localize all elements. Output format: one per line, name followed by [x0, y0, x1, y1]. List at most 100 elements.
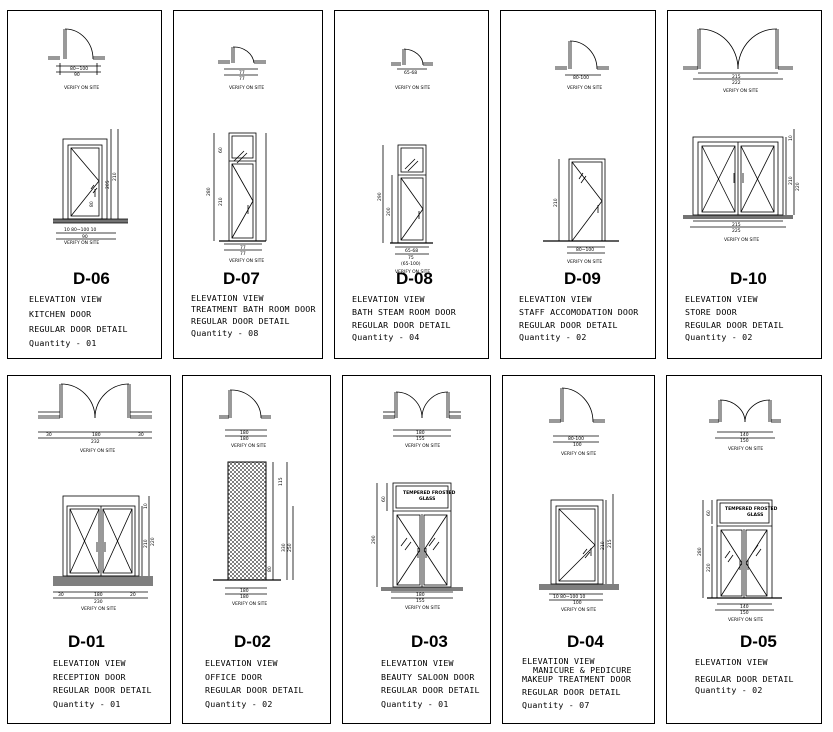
svg-text:(65-100): (65-100) — [401, 261, 421, 267]
d10-line-2: STORE DOOR — [685, 307, 737, 317]
svg-text:180: 180 — [240, 594, 249, 600]
svg-text:VERIFY ON SITE: VERIFY ON SITE — [561, 451, 596, 457]
svg-text:60: 60 — [381, 496, 387, 502]
d07-line-2: TREATMENT BATH ROOM DOOR — [191, 304, 316, 314]
svg-text:10: 10 — [788, 135, 794, 141]
d06-line-1: ELEVATION VIEW — [29, 294, 102, 304]
svg-text:VERIFY ON SITE: VERIFY ON SITE — [232, 601, 267, 607]
d05-line-3: Quantity - 02 — [695, 685, 763, 695]
svg-text:VERIFY ON SITE: VERIFY ON SITE — [724, 237, 759, 243]
d06-line-4: Quantity - 01 — [29, 338, 97, 348]
svg-text:100: 100 — [573, 600, 582, 606]
svg-text:80-100: 80-100 — [573, 75, 589, 81]
svg-text:VERIFY ON SITE: VERIFY ON SITE — [567, 259, 602, 265]
svg-text:VERIFY ON SITE: VERIFY ON SITE — [561, 607, 596, 613]
door-code-d05: D-05 — [740, 632, 777, 651]
svg-text:80: 80 — [267, 566, 273, 572]
d03-line-2: BEAUTY SALOON DOOR — [381, 672, 475, 682]
svg-text:80: 80 — [89, 201, 95, 207]
d03-glass-label-2: GLASS — [419, 496, 435, 502]
svg-text:77: 77 — [239, 76, 245, 82]
svg-text:290: 290 — [371, 535, 377, 544]
d01-line-4: Quantity - 01 — [53, 699, 121, 709]
svg-text:180: 180 — [94, 592, 103, 598]
d06-line-2: KITCHEN DOOR — [29, 309, 92, 319]
svg-text:90: 90 — [82, 234, 88, 240]
svg-text:210: 210 — [553, 198, 559, 207]
svg-text:VERIFY ON SITE: VERIFY ON SITE — [723, 88, 758, 94]
svg-text:VERIFY ON SITE: VERIFY ON SITE — [405, 443, 440, 449]
svg-text:VERIFY ON SITE: VERIFY ON SITE — [64, 240, 99, 246]
d02-line-3: REGULAR DOOR DETAIL — [205, 685, 304, 695]
door-code-d07: D-07 — [223, 269, 260, 288]
svg-text:80~100: 80~100 — [576, 247, 594, 253]
svg-text:232: 232 — [91, 439, 100, 445]
svg-text:155: 155 — [416, 436, 425, 442]
svg-text:210: 210 — [143, 539, 149, 548]
svg-text:215: 215 — [607, 539, 613, 548]
svg-text:290: 290 — [377, 192, 383, 201]
svg-text:VERIFY ON SITE: VERIFY ON SITE — [567, 85, 602, 91]
svg-text:VERIFY ON SITE: VERIFY ON SITE — [229, 85, 264, 91]
door-code-d02: D-02 — [234, 632, 271, 651]
d09-line-3: REGULAR DOOR DETAIL — [519, 320, 618, 330]
d08-line-4: Quantity - 04 — [352, 332, 420, 342]
door-code-d04: D-04 — [567, 632, 604, 651]
d08-line-1: ELEVATION VIEW — [352, 294, 425, 304]
d04-line-2: MANICURE & PEDICURE — [533, 665, 632, 675]
d05-line-1: ELEVATION VIEW — [695, 657, 768, 667]
svg-text:180: 180 — [240, 588, 249, 594]
svg-text:210: 210 — [218, 197, 224, 206]
door-sheet-d09: 80-100 VERIFY ON SITE 80~100 VERIFY ON S… — [500, 10, 656, 359]
svg-text:205: 205 — [105, 180, 111, 189]
svg-text:80~100: 80~100 — [70, 66, 88, 72]
d10-line-4: Quantity - 02 — [685, 332, 753, 342]
d08-line-2: BATH STEAM ROOM DOOR — [352, 307, 456, 317]
svg-text:65-68: 65-68 — [404, 70, 417, 76]
svg-text:10 80~100 10: 10 80~100 10 — [64, 227, 97, 233]
svg-text:225: 225 — [732, 228, 741, 234]
d04-line-4: REGULAR DOOR DETAIL — [522, 687, 621, 697]
d04-line-3: MAKEUP TREATMENT DOOR — [522, 674, 632, 684]
d05-glass-label-2: GLASS — [747, 512, 763, 518]
d05-glass-label-1: TEMPERED FROSTED — [725, 506, 778, 512]
d05-line-2: REGULAR DOOR DETAIL — [695, 674, 794, 684]
svg-text:220: 220 — [150, 537, 156, 546]
svg-text:77: 77 — [240, 251, 246, 257]
svg-text:210: 210 — [788, 176, 794, 185]
svg-text:180: 180 — [240, 430, 249, 436]
d09-line-4: Quantity - 02 — [519, 332, 587, 342]
d02-line-1: ELEVATION VIEW — [205, 658, 278, 668]
d07-line-1: ELEVATION VIEW — [191, 293, 264, 303]
door-code-d10: D-10 — [730, 269, 767, 288]
svg-text:VERIFY ON SITE: VERIFY ON SITE — [80, 448, 115, 454]
d07-line-3: REGULAR DOOR DETAIL — [191, 316, 290, 326]
svg-text:VERIFY ON SITE: VERIFY ON SITE — [231, 443, 266, 449]
svg-text:180: 180 — [92, 432, 101, 438]
svg-text:180: 180 — [416, 430, 425, 436]
svg-text:VERIFY ON SITE: VERIFY ON SITE — [64, 85, 99, 91]
d08-line-3: REGULAR DOOR DETAIL — [352, 320, 451, 330]
svg-text:250: 250 — [287, 543, 293, 552]
svg-text:220: 220 — [706, 563, 712, 572]
svg-text:155: 155 — [416, 598, 425, 604]
svg-text:60: 60 — [706, 510, 712, 516]
svg-text:VERIFY ON SITE: VERIFY ON SITE — [395, 269, 430, 275]
svg-text:330: 330 — [281, 543, 287, 552]
svg-text:100: 100 — [573, 442, 582, 448]
svg-text:140: 140 — [740, 604, 749, 610]
svg-text:VERIFY ON SITE: VERIFY ON SITE — [229, 258, 264, 264]
svg-text:10 80~100 10: 10 80~100 10 — [553, 594, 586, 600]
